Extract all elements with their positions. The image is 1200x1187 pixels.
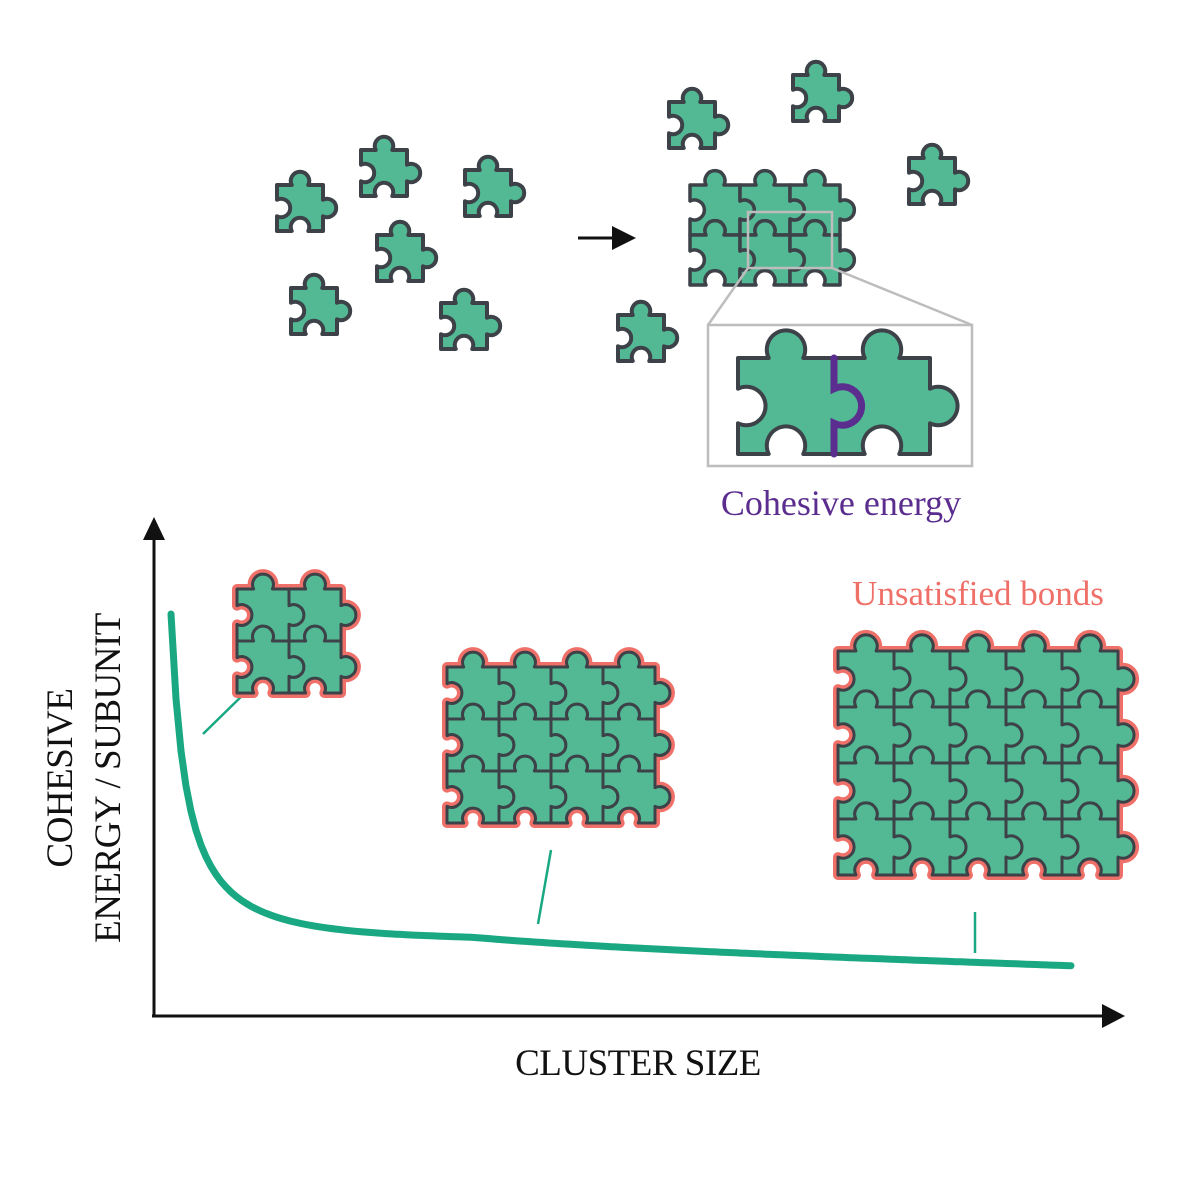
unsatisfied-bonds-label: Unsatisfied bonds xyxy=(852,574,1104,613)
puzzle-piece-icon xyxy=(463,154,527,218)
leader-line-medium xyxy=(536,849,553,925)
cluster-small xyxy=(232,569,361,698)
puzzle-piece-icon xyxy=(616,299,680,363)
energy-curve xyxy=(167,610,1075,970)
cluster-large xyxy=(833,629,1140,880)
puzzle-piece-icon xyxy=(907,142,971,206)
graph xyxy=(143,517,1125,1028)
inset-zoom xyxy=(706,210,974,468)
x-axis-label: CLUSTER SIZE xyxy=(515,1043,761,1084)
puzzle-piece-icon xyxy=(1060,801,1136,877)
y-axis-label-line2: ENERGY / SUBUNIT xyxy=(88,613,129,943)
cohesive-energy-label: Cohesive energy xyxy=(721,483,961,523)
free-pieces xyxy=(275,59,971,363)
puzzle-piece-icon xyxy=(667,86,731,150)
puzzle-piece-icon xyxy=(439,287,503,351)
cluster-medium xyxy=(442,647,675,828)
cohesive-bond xyxy=(830,354,866,458)
puzzle-piece-icon xyxy=(289,272,353,336)
arrow-right-icon xyxy=(578,226,636,250)
y-axis-label-line1: COHESIVE xyxy=(40,689,81,868)
zoom-line-right xyxy=(831,266,973,327)
puzzle-piece-icon xyxy=(287,624,358,695)
puzzle-piece-icon xyxy=(791,59,855,123)
puzzle-piece-icon xyxy=(601,754,672,825)
puzzle-piece-icon xyxy=(375,219,439,283)
inset-pieces xyxy=(736,328,960,458)
zoom-line-left xyxy=(706,267,750,326)
puzzle-piece-icon xyxy=(359,134,423,198)
x-axis-arrowhead xyxy=(1102,1004,1125,1028)
y-axis-arrowhead xyxy=(143,517,165,540)
puzzle-piece-icon xyxy=(275,169,339,233)
y-axis-label: COHESIVE ENERGY / SUBUNIT xyxy=(40,613,129,943)
zoom-source-box xyxy=(746,210,834,270)
